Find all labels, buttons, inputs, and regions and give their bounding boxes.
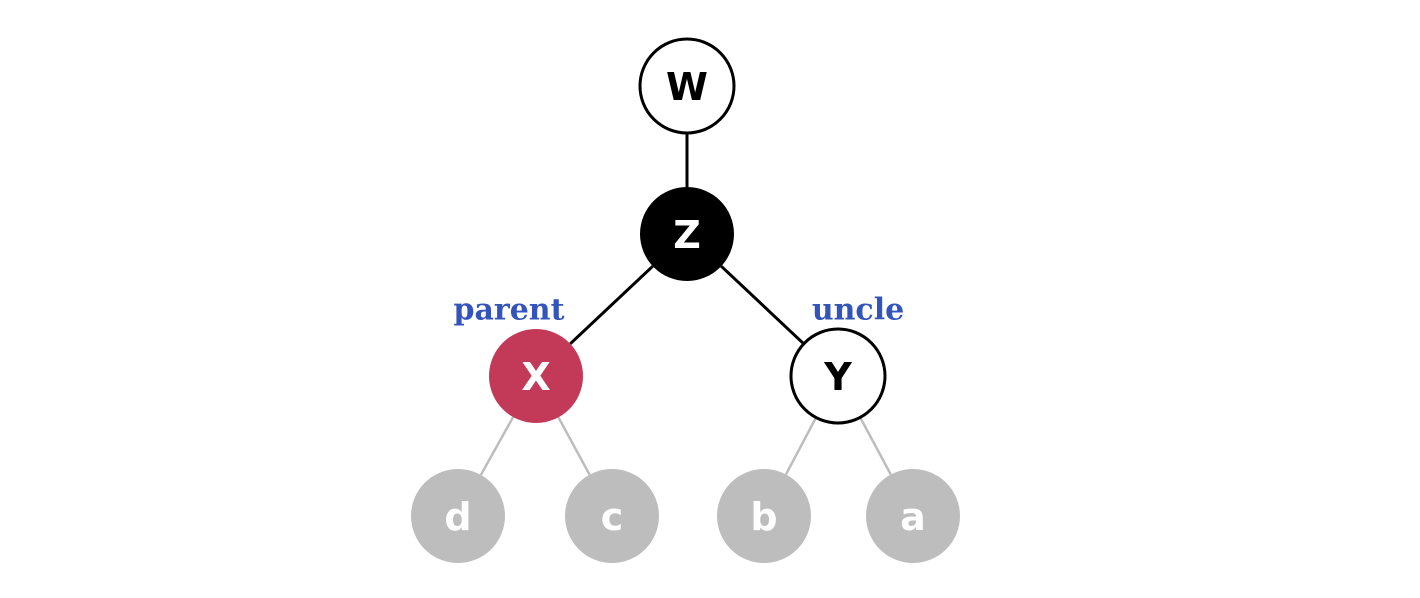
- node-circle-W: [638, 37, 736, 135]
- node-circle-b: [717, 469, 811, 563]
- node-label-c: c: [601, 495, 624, 539]
- node-label-d: d: [444, 495, 471, 539]
- tag-parent: parent: [454, 293, 565, 328]
- node-d: d: [411, 469, 505, 563]
- node-circle-X: [489, 329, 583, 423]
- edge-Y-a: [859, 416, 892, 476]
- node-circle-a: [866, 469, 960, 563]
- node-Y: Y: [789, 327, 887, 425]
- edge-X-d: [479, 416, 515, 476]
- node-Z: Z: [640, 187, 734, 281]
- node-label-a: a: [900, 495, 926, 539]
- node-label-Z: Z: [673, 213, 701, 257]
- node-label-Y: Y: [823, 355, 852, 399]
- node-label-X: X: [521, 355, 550, 399]
- edge-Z-X: [569, 265, 654, 345]
- node-circle-c: [565, 469, 659, 563]
- node-a: a: [866, 469, 960, 563]
- node-W: W: [638, 37, 736, 135]
- edge-Y-b: [784, 416, 818, 476]
- node-circle-d: [411, 469, 505, 563]
- node-X: X: [489, 329, 583, 423]
- node-label-W: W: [666, 65, 708, 109]
- node-b: b: [717, 469, 811, 563]
- tag-uncle: uncle: [812, 293, 904, 328]
- node-circle-Z: [640, 187, 734, 281]
- node-circle-Y: [789, 327, 887, 425]
- node-c: c: [565, 469, 659, 563]
- edge-X-c: [557, 416, 591, 476]
- node-label-b: b: [750, 495, 777, 539]
- edge-Z-Y: [720, 265, 805, 345]
